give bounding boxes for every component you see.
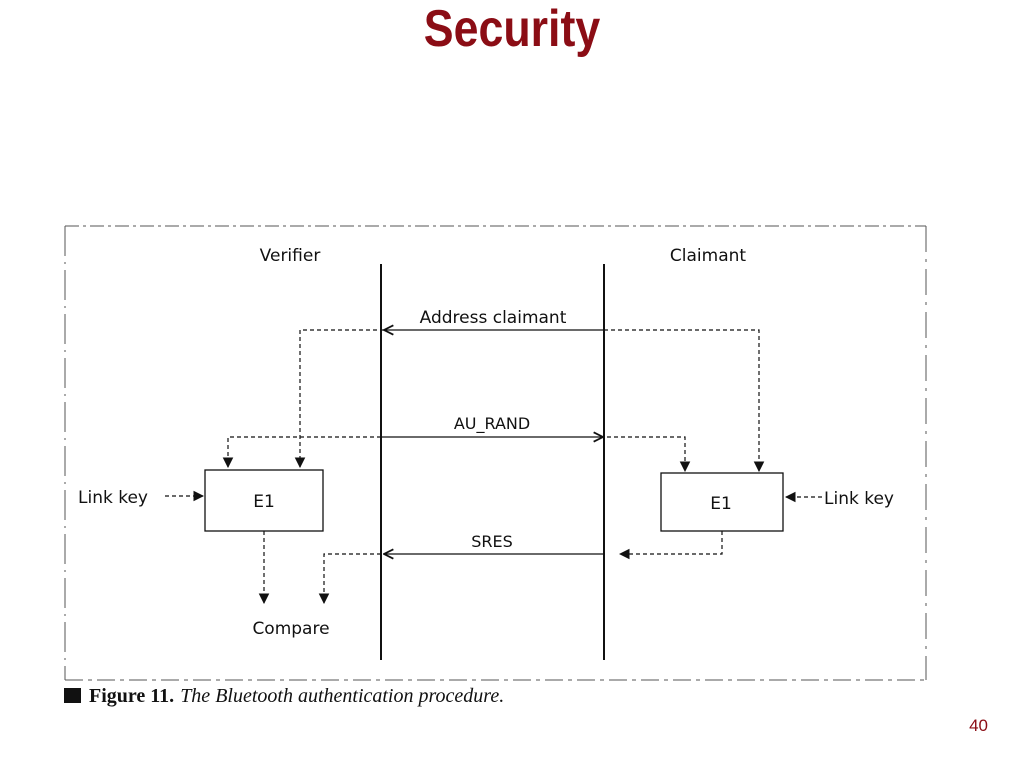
sres-to-compare	[318, 553, 381, 605]
caption-bullet	[64, 688, 81, 703]
claimant-e1-block	[660, 472, 784, 532]
claimant-e1-to-sres	[618, 531, 723, 560]
au-rand-label: AU_RAND	[454, 414, 530, 434]
sres-label: SRES	[471, 532, 513, 551]
verifier-label: Verifier	[260, 246, 321, 266]
slide-title: Security	[423, 0, 601, 58]
verifier-link-key-label: Link key	[78, 488, 148, 508]
verifier-e1-block	[204, 469, 324, 532]
address-to-claimant-e1	[604, 329, 765, 473]
figure-frame	[64, 225, 927, 681]
address-to-verifier-e1	[294, 329, 384, 469]
verifier-e1-label: E1	[253, 492, 275, 512]
address-claimant-label: Address claimant	[420, 308, 567, 328]
page-number: 40	[969, 716, 988, 735]
caption-label: Figure 11.	[89, 685, 175, 707]
figure-caption: Figure 11.The Bluetooth authentication p…	[64, 685, 504, 708]
claimant-e1-label: E1	[710, 494, 732, 514]
compare-label: Compare	[252, 619, 329, 639]
caption-text: The Bluetooth authentication procedure.	[180, 685, 505, 707]
claimant-link-key-label: Link key	[824, 489, 894, 509]
au-rand-to-verifier-e1	[222, 436, 381, 469]
claimant-label: Claimant	[670, 246, 746, 266]
au-rand-to-claimant-e1	[607, 436, 691, 473]
